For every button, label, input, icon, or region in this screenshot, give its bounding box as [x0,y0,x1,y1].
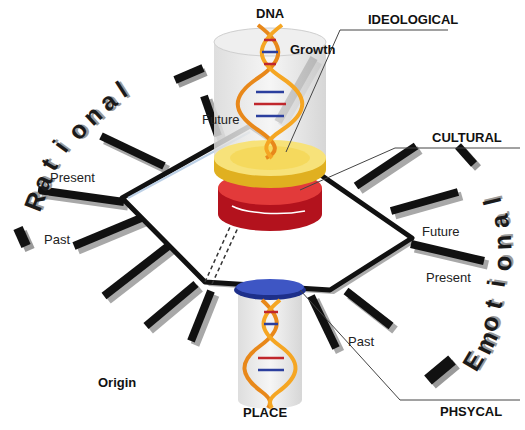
axis-label: Present [426,270,471,285]
curved-letter: a [486,213,513,230]
axis-label: Past [44,232,70,247]
curved-letter: l [479,195,505,208]
axis-label: Past [348,334,374,349]
curved-letter: o [489,255,515,272]
axis-label: Future [202,112,240,127]
part-label: IDEOLOGICAL [368,12,458,27]
curved-letter: n [490,234,516,250]
axis-label: Future [422,224,460,239]
part-label: Growth [290,42,336,57]
curved-letter: i [48,136,72,156]
part-label: Origin [98,375,136,390]
curved-letter: t [480,297,506,311]
part-label: CULTURAL [432,130,502,145]
curved-letter: i [483,278,509,289]
part-label: PHSYCAL [440,404,502,419]
axis-label: Present [50,170,95,185]
part-label: PLACE [243,405,287,420]
part-label: DNA [256,6,284,21]
